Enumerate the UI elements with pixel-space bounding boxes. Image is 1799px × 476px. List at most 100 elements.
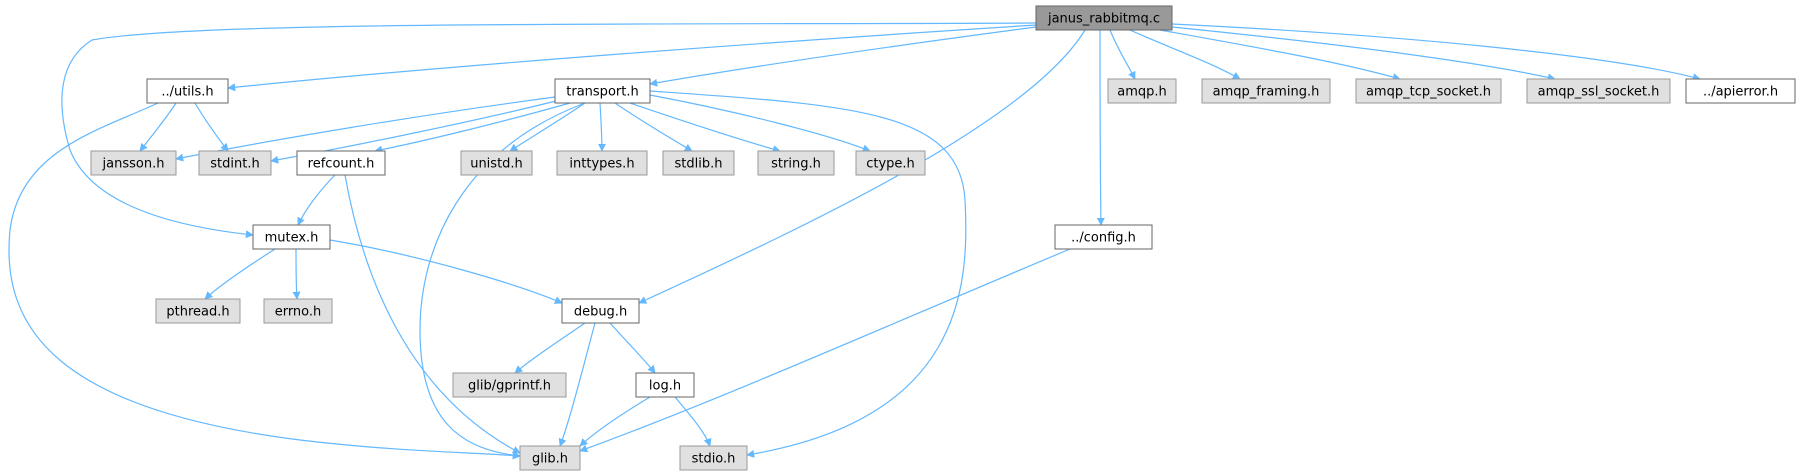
node-box [561,298,640,324]
node-janus_rabbitmq[interactable]: janus_rabbitmq.c [1035,5,1173,31]
edge-debug-to-gprintf [514,322,586,374]
node-box [1685,78,1796,104]
edge-debug-to-log [609,322,656,374]
edge-log-to-stdio [674,396,712,447]
node-config[interactable]: ../config.h [1054,224,1153,250]
node-box [1201,78,1331,104]
node-inttypes: inttypes.h [556,150,648,176]
edge-janus_rabbitmq-to-apierror [1171,23,1701,82]
edge-janus_rabbitmq-to-mutex [61,22,1037,239]
edge-janus_rabbitmq-to-amqp_framing [1129,29,1241,80]
node-amqp_framing: amqp_framing.h [1201,78,1331,104]
node-label: errno.h [275,305,322,320]
node-label: stdio.h [692,452,736,467]
node-label: amqp_tcp_socket.h [1366,85,1491,100]
edge-janus_rabbitmq-to-utils [227,24,1037,92]
edge-refcount-to-mutex [297,174,336,226]
node-stdint: stdint.h [198,150,272,176]
edge-janus_rabbitmq-to-config [1096,29,1105,226]
node-box [1054,224,1153,250]
edge-transport-to-string [629,102,781,153]
node-box [90,150,177,176]
edge-mutex-to-debug [329,239,563,304]
node-box [554,78,651,104]
node-label: janus_rabbitmq.c [1047,12,1160,27]
node-box [519,445,581,471]
node-box [1107,78,1177,104]
nodes-layer: janus_rabbitmq.c ../utils.h transport.h amq… [90,5,1796,471]
edge-janus_rabbitmq-to-amqp_ssl_socket [1171,26,1556,82]
node-label: stdint.h [210,157,259,172]
node-label: amqp.h [1117,85,1167,100]
node-box [252,224,331,250]
node-amqp: amqp.h [1107,78,1177,104]
edge-debug-to-glib [558,322,596,447]
node-label: pthread.h [166,305,229,320]
node-box [452,372,567,398]
node-box [460,150,533,176]
edge-utils-to-stdint [194,102,229,152]
node-errno: errno.h [263,298,333,324]
edge-transport-to-stdio [649,90,967,458]
edge-janus_rabbitmq-to-amqp_tcp_socket [1159,29,1401,81]
edge-janus_rabbitmq-to-amqp [1109,29,1136,80]
node-label: glib.h [532,452,568,467]
node-debug[interactable]: debug.h [561,298,640,324]
edge-log-to-glib [579,396,651,447]
edge-janus_rabbitmq-to-transport [649,26,1037,87]
node-box [1355,78,1502,104]
node-box [198,150,272,176]
node-label: amqp_framing.h [1213,85,1320,100]
node-box [263,298,333,324]
node-label: stdlib.h [675,157,723,172]
node-label: glib/gprintf.h [468,379,551,394]
node-label: ../apierror.h [1703,85,1778,100]
node-jansson: jansson.h [90,150,177,176]
edge-utils-to-glib [8,102,521,460]
node-unistd: unistd.h [460,150,533,176]
edge-transport-to-jansson [175,96,556,162]
edge-transport-to-stdlib [614,102,693,152]
node-label: amqp_ssl_socket.h [1538,85,1660,100]
node-amqp_ssl_socket: amqp_ssl_socket.h [1526,78,1671,104]
node-transport[interactable]: transport.h [554,78,651,104]
edge-mutex-to-errno [292,248,301,300]
node-stdio: stdio.h [679,445,748,471]
node-label: mutex.h [265,231,319,246]
edge-config-to-glib [579,248,1071,453]
node-label: ../utils.h [161,85,213,100]
node-label: ctype.h [866,157,915,172]
node-log[interactable]: log.h [635,372,695,398]
node-box [296,150,386,176]
edge-transport-to-unistd [509,102,586,152]
node-box [155,298,241,324]
edge-mutex-to-pthread [204,248,276,300]
node-box [635,372,695,398]
node-glib: glib.h [519,445,581,471]
edge-transport-to-ctype [649,94,871,153]
node-utils[interactable]: ../utils.h [146,78,229,104]
node-box [556,150,648,176]
edge-refcount-to-glib [344,174,521,454]
node-box [679,445,748,471]
node-label: ../config.h [1071,231,1136,246]
node-box [146,78,229,104]
node-label: log.h [649,379,681,394]
node-box [757,150,835,176]
node-string: string.h [757,150,835,176]
node-label: unistd.h [470,157,523,172]
node-mutex[interactable]: mutex.h [252,224,331,250]
node-label: debug.h [574,305,627,320]
node-box [662,150,735,176]
node-ctype: ctype.h [855,150,926,176]
node-stdlib: stdlib.h [662,150,735,176]
node-box [855,150,926,176]
node-gprintf: glib/gprintf.h [452,372,567,398]
edge-utils-to-jansson [139,102,177,152]
node-label: jansson.h [102,157,165,172]
node-refcount[interactable]: refcount.h [296,150,386,176]
node-label: refcount.h [308,157,375,172]
node-label: string.h [771,157,821,172]
node-apierror[interactable]: ../apierror.h [1685,78,1796,104]
